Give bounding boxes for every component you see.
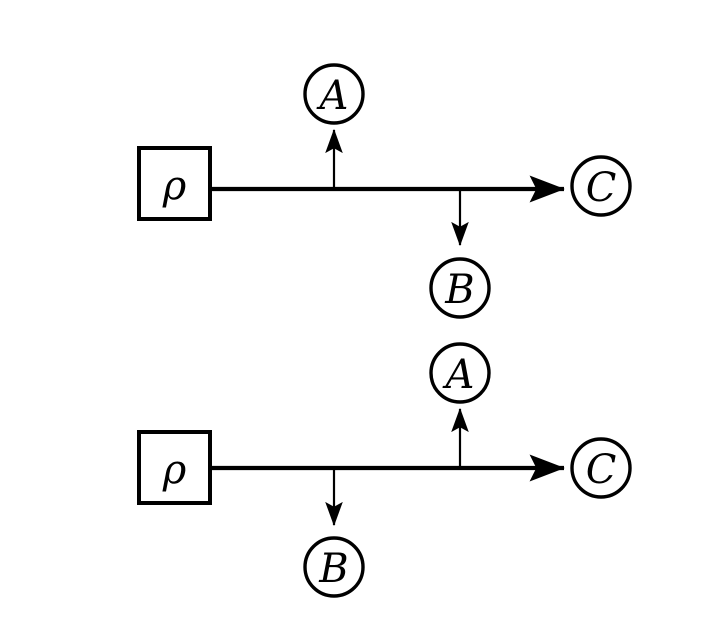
bottom-circle-a[interactable] bbox=[429, 342, 491, 404]
top-label-c: C bbox=[586, 165, 617, 211]
bottom-circle-b[interactable] bbox=[303, 536, 365, 598]
top-label-b: B bbox=[444, 267, 474, 313]
bottom-rho-label: ρ bbox=[162, 447, 187, 493]
bottom-label-b: B bbox=[318, 546, 348, 592]
bottom-node-c[interactable]: C bbox=[570, 437, 632, 499]
top-node-b[interactable]: B bbox=[429, 257, 491, 319]
top-node-a[interactable]: A bbox=[303, 63, 365, 125]
top-diagram: ρ A B C bbox=[137, 63, 632, 319]
bottom-label-a: A bbox=[442, 352, 475, 398]
bottom-node-b[interactable]: B bbox=[303, 536, 365, 598]
top-node-c[interactable]: C bbox=[570, 155, 632, 217]
bottom-circle-c[interactable] bbox=[570, 437, 632, 499]
top-circle-b[interactable] bbox=[429, 257, 491, 319]
bottom-node-a[interactable]: A bbox=[429, 342, 491, 404]
top-label-a: A bbox=[316, 73, 349, 119]
top-rho-label: ρ bbox=[162, 163, 187, 209]
bottom-label-c: C bbox=[586, 447, 617, 493]
bottom-source-node-rho[interactable]: ρ bbox=[137, 430, 212, 505]
bottom-rho-box[interactable] bbox=[137, 430, 212, 505]
top-circle-c[interactable] bbox=[570, 155, 632, 217]
top-rho-box[interactable] bbox=[137, 146, 212, 221]
top-source-node-rho[interactable]: ρ bbox=[137, 146, 212, 221]
bottom-diagram: ρ B A C bbox=[137, 342, 632, 598]
top-circle-a[interactable] bbox=[303, 63, 365, 125]
